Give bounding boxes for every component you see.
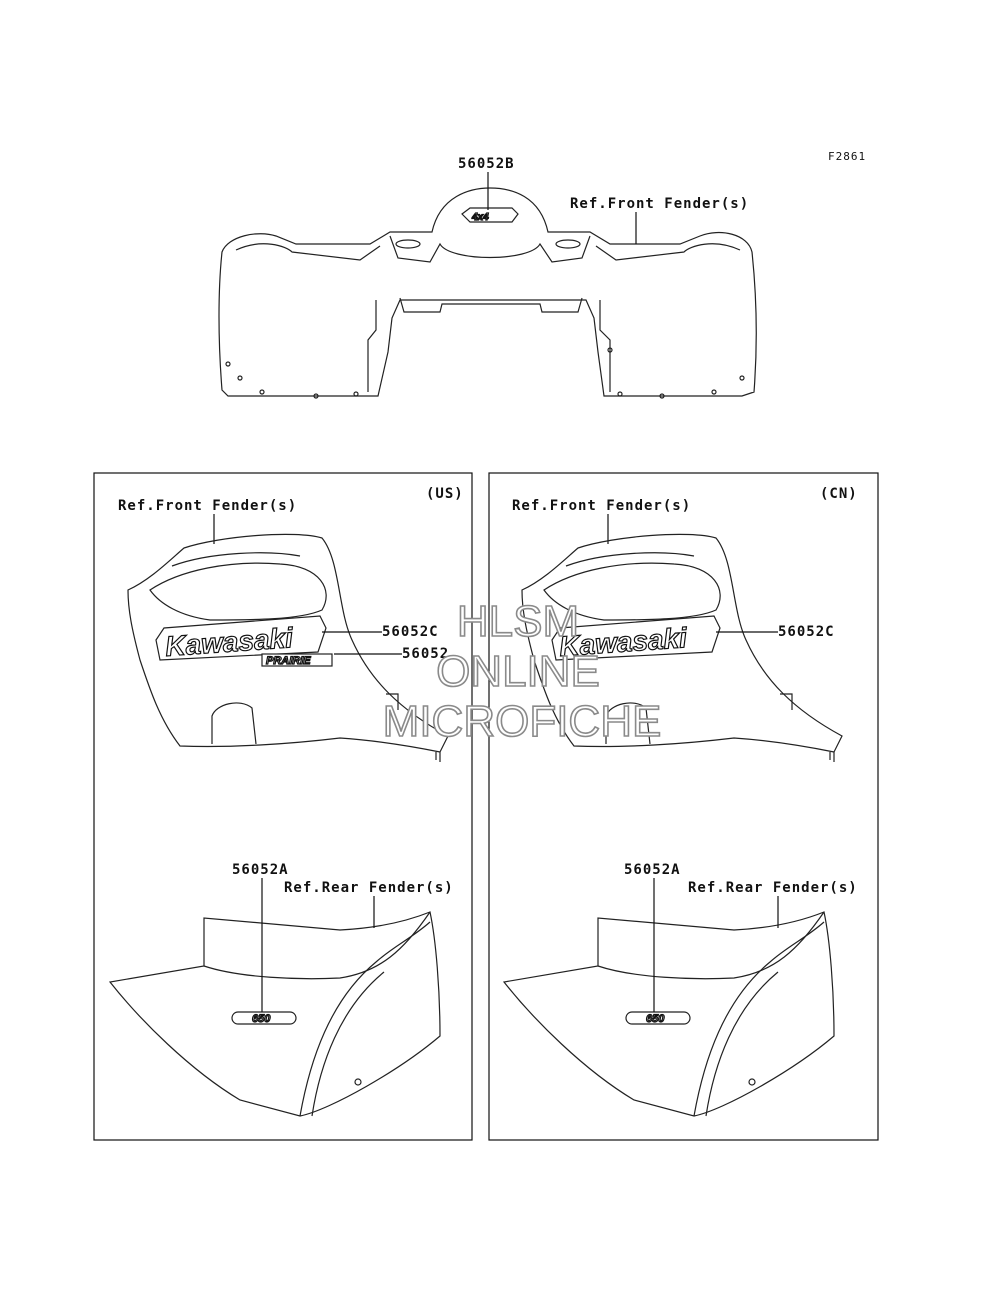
panel-us-rear-ref: Ref.Rear Fender(s) — [284, 880, 454, 896]
panel-us-region: (US) — [426, 486, 464, 502]
panel-us-decal-main: Kawasaki — [164, 622, 295, 662]
emblem-4x4-text: 4x4 — [471, 212, 489, 223]
watermark: HLSM ONLINE MICROFICHE — [382, 596, 662, 747]
panel-cn-emblem-650-icon — [625, 1011, 691, 1025]
front-fender-top-view: 4x4 — [218, 187, 757, 399]
panel-cn-rear-fender: 650 — [502, 911, 835, 1117]
watermark-line2: ONLINE — [436, 647, 600, 696]
panel-cn-rear-part-label: 56052A — [624, 862, 681, 878]
figure-code: F2861 — [828, 150, 866, 163]
panel-us-frame — [93, 472, 473, 1141]
emblem-4x4-icon — [461, 207, 519, 223]
panel-cn-frame — [488, 472, 879, 1141]
panel-cn-front-ref: Ref.Front Fender(s) — [512, 498, 691, 514]
panel-us-rear-part-label: 56052A — [232, 862, 289, 878]
panel-us-front-fender: Kawasaki PRAIRIE — [127, 533, 449, 762]
top-ref-label: Ref.Front Fender(s) — [570, 196, 749, 212]
panel-us-emblem-650-text: 650 — [252, 1013, 271, 1025]
panel-us-part2-label: 56052 — [402, 646, 449, 662]
panel-cn-rear-ref: Ref.Rear Fender(s) — [688, 880, 858, 896]
panel-cn-region: (CN) — [820, 486, 858, 502]
panel-cn-part1-label: 56052C — [778, 624, 835, 640]
panel-us-rear-fender: 650 — [108, 911, 441, 1117]
watermark-line3: MICROFICHE — [383, 697, 662, 746]
panel-us-front-ref: Ref.Front Fender(s) — [118, 498, 297, 514]
panel-us-part1-label: 56052C — [382, 624, 439, 640]
watermark-line1: HLSM — [457, 597, 579, 646]
panel-cn-emblem-650-text: 650 — [646, 1013, 665, 1025]
panel-us-decal-sub: PRAIRIE — [266, 655, 311, 667]
top-part-label: 56052B — [458, 156, 515, 172]
panel-us-emblem-650-icon — [231, 1011, 297, 1025]
